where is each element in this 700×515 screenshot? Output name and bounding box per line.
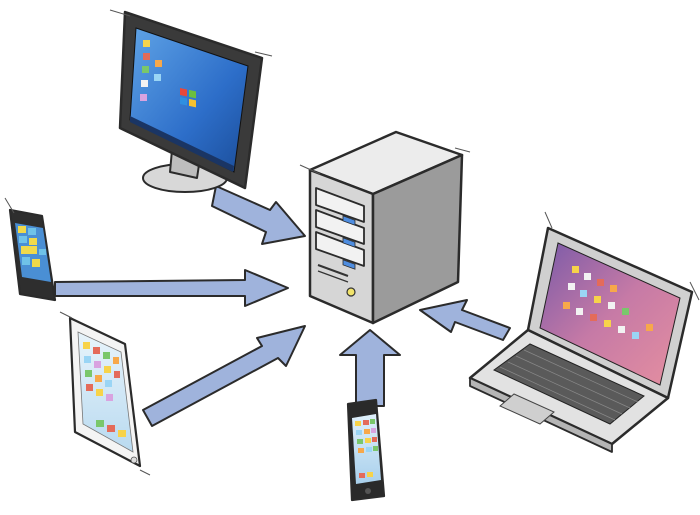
windows-phone [4,197,57,302]
tablet-screen [77,331,134,453]
power-button-icon [346,287,356,297]
windows-phone-tiles [18,226,46,267]
server-tower [299,130,471,325]
arrow-desktop-to-server [211,185,306,245]
tablet-app-icons [83,342,126,437]
connection-arrows [54,185,511,427]
laptop-desktop-icons [563,266,653,339]
tablet [59,311,151,476]
windows-logo-icon [180,88,196,108]
laptop-screen [539,242,681,386]
laptop [468,211,700,453]
arrow-smartphone-to-server [339,329,401,407]
smartphone [346,398,386,502]
desktop-monitor [109,9,273,193]
smartphone-app-icons [355,419,378,478]
laptop-trackpad [499,393,555,425]
arrow-laptop-to-server [419,299,511,341]
desktop-icons [140,40,162,101]
arrow-tablet-to-server [142,325,306,427]
arrow-phone-to-server [54,269,289,307]
laptop-keyboard [493,343,645,425]
